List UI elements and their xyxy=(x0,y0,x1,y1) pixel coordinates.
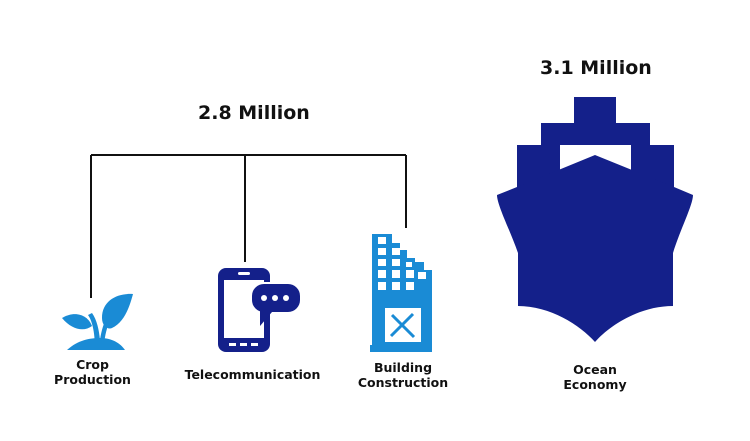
building-tools-icon xyxy=(370,234,432,352)
label-line: Ocean xyxy=(573,362,617,377)
label-line: Crop xyxy=(76,357,109,372)
plant-icon xyxy=(62,293,133,350)
crop-production-label: Crop Production xyxy=(40,357,145,387)
ocean-total-label: 3.1 Million xyxy=(540,57,652,79)
telecommunication-label: Telecommunication xyxy=(180,367,325,382)
smartphone-chat-icon xyxy=(218,268,302,352)
tools-icon xyxy=(389,312,416,339)
ship-icon xyxy=(497,97,693,342)
group-total-label: 2.8 Million xyxy=(198,102,310,124)
label-line: Telecommunication xyxy=(184,367,321,382)
label-line: Production xyxy=(54,372,131,387)
label-line: Building xyxy=(373,360,433,375)
label-line: Economy xyxy=(563,377,627,392)
building-construction-label: Building Construction xyxy=(348,360,458,390)
connector-lines xyxy=(90,154,407,298)
ocean-economy-label: Ocean Economy xyxy=(550,362,640,392)
label-line: Construction xyxy=(357,375,449,390)
